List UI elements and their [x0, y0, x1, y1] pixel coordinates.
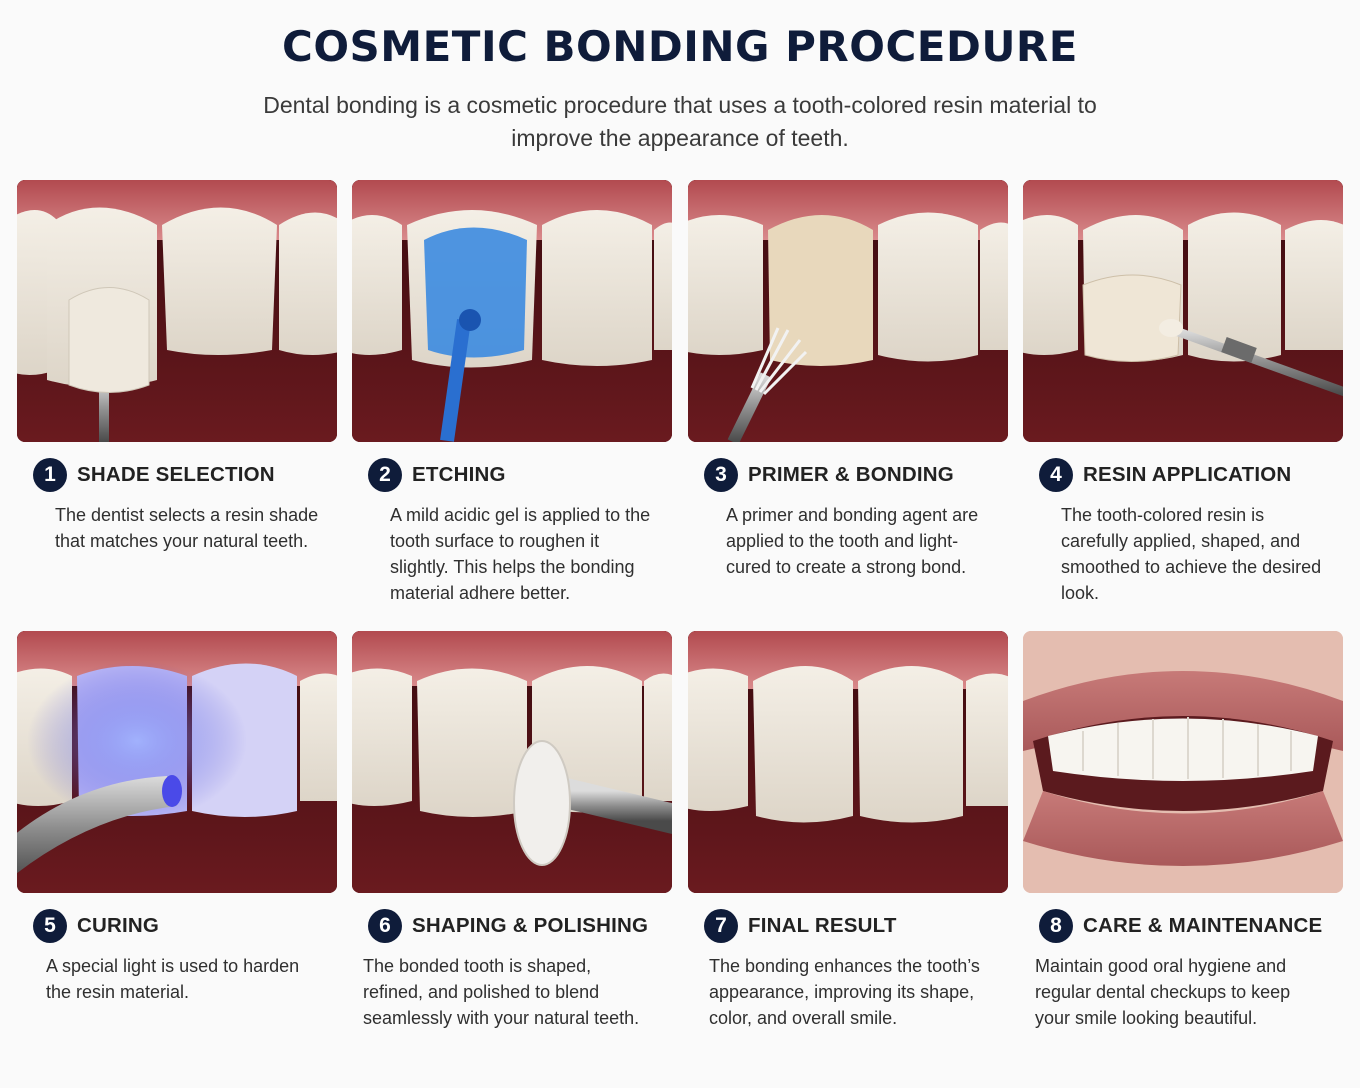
step-title: RESIN APPLICATION	[1083, 463, 1292, 486]
step-card-7: 7 FINAL RESULT The bonding enhances the …	[688, 631, 1008, 1031]
step-description: Maintain good oral hygiene and regular d…	[1035, 956, 1291, 1028]
step-title: ETCHING	[412, 463, 506, 486]
step-title: FINAL RESULT	[748, 914, 897, 937]
step-card-2: 2 ETCHING A mild acidic gel is applied t…	[352, 180, 672, 606]
step-description: A mild acidic gel is applied to the toot…	[390, 505, 651, 603]
step-photo-etching	[352, 180, 672, 442]
step-photo-resin-application	[1023, 180, 1343, 442]
step-card-5: 5 CURING A special light is used to hard…	[17, 631, 337, 1005]
step-number-badge: 5	[33, 909, 67, 943]
step-number-badge: 6	[368, 909, 402, 943]
step-number-badge: 7	[704, 909, 738, 943]
step-photo-primer-bonding	[688, 180, 1008, 442]
page-title: COSMETIC BONDING PROCEDURE	[282, 22, 1078, 71]
step-description: A primer and bonding agent are applied t…	[726, 505, 979, 577]
step-title: PRIMER & BONDING	[748, 463, 954, 486]
step-card-8: 8 CARE & MAINTENANCE Maintain good oral …	[1023, 631, 1343, 1031]
header: COSMETIC BONDING PROCEDURE Dental bondin…	[0, 22, 1360, 155]
step-title: SHAPING & POLISHING	[412, 914, 649, 937]
step-title: SHADE SELECTION	[77, 463, 275, 486]
step-description: The tooth-colored resin is carefully app…	[1061, 505, 1322, 603]
step-description: A special light is used to harden the re…	[46, 956, 300, 1002]
step-description: The dentist selects a resin shade that m…	[55, 505, 319, 551]
step-photo-shade-selection	[17, 180, 337, 442]
step-description: The bonding enhances the tooth’s appeara…	[709, 956, 980, 1028]
step-photo-care-maintenance	[1023, 631, 1343, 893]
step-number-badge: 2	[368, 458, 402, 492]
page-subtitle: Dental bonding is a cosmetic procedure t…	[263, 92, 1097, 151]
step-photo-final-result	[688, 631, 1008, 893]
step-card-6: 6 SHAPING & POLISHING The bonded tooth i…	[352, 631, 672, 1031]
step-card-1: 1 SHADE SELECTION The dentist selects a …	[17, 180, 337, 554]
step-title: CURING	[77, 914, 160, 937]
step-description: The bonded tooth is shaped, refined, and…	[363, 956, 640, 1028]
step-title: CARE & MAINTENANCE	[1083, 914, 1323, 937]
step-photo-shaping-polishing	[352, 631, 672, 893]
step-number-badge: 3	[704, 458, 738, 492]
step-number-badge: 4	[1039, 458, 1073, 492]
step-number-badge: 1	[33, 458, 67, 492]
step-photo-curing	[17, 631, 337, 893]
step-number-badge: 8	[1039, 909, 1073, 943]
step-card-4: 4 RESIN APPLICATION The tooth-colored re…	[1023, 180, 1343, 606]
step-card-3: 3 PRIMER & BONDING A primer and bonding …	[688, 180, 1008, 580]
